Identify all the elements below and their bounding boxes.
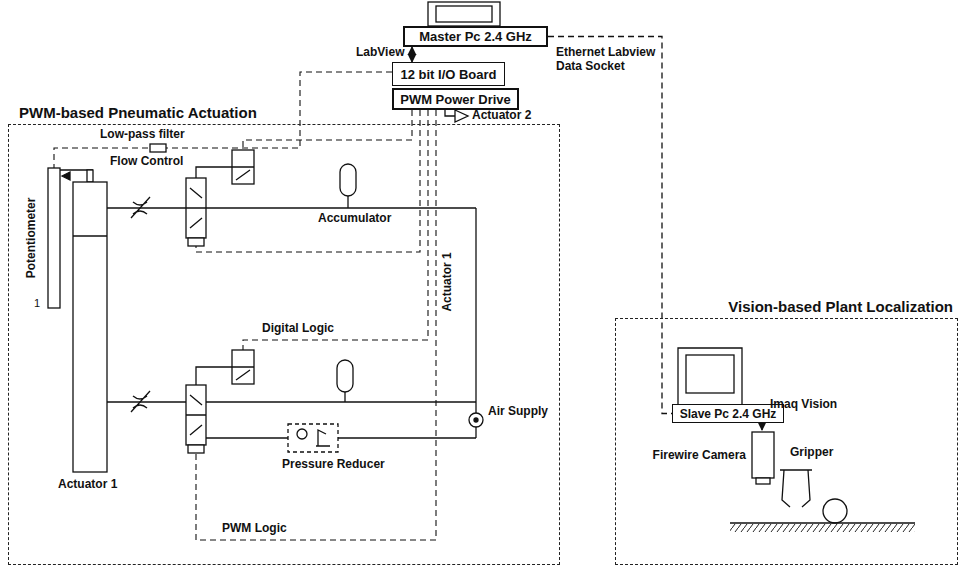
component-label: Air Supply (488, 405, 548, 419)
gauge (297, 429, 307, 439)
software-label: LabView (356, 46, 404, 60)
ground-hatch (730, 524, 915, 532)
pilot-line (196, 167, 232, 178)
power-drive-box: PWM Power Drive (392, 88, 519, 110)
potentiometer (48, 168, 60, 308)
air-line (107, 401, 186, 402)
accumulator (337, 360, 353, 392)
air-line (206, 207, 476, 208)
io-board-box: 12 bit I/O Board (392, 62, 505, 86)
flow-restrictor (131, 197, 150, 218)
pilot-line (196, 367, 232, 385)
component-label: Firewire Camera (653, 449, 746, 463)
piston (73, 235, 107, 236)
valve (186, 385, 206, 445)
signal-wires (54, 72, 436, 540)
component-label: Pressure Reducer (282, 458, 385, 472)
actuator2-symbol (455, 110, 468, 122)
component-label: Accumulator (318, 212, 391, 226)
pilot-valve (232, 350, 254, 384)
box-text: PWM Power Drive (400, 92, 511, 107)
gripper (780, 470, 812, 507)
wiper (62, 172, 70, 180)
solenoid (188, 238, 204, 246)
pilot-valve (232, 150, 254, 184)
accumulator-stem (344, 392, 345, 402)
valve-detail (186, 395, 206, 435)
cylinder (73, 182, 107, 472)
software-label: Imaq Vision (770, 398, 837, 412)
component-label: Low-pass filter (100, 128, 185, 142)
signal-label: Actuator 2 (472, 109, 531, 123)
solenoid (188, 445, 204, 453)
dashed-region: Vision-based Plant LocalizationSlave Pc … (615, 318, 958, 565)
dashed-region: PWM-based Pneumatic Actuation (8, 124, 560, 565)
pilot-detail (232, 367, 254, 380)
pilot-detail (232, 167, 254, 180)
camera-lens (756, 478, 770, 484)
supply-line (475, 208, 476, 438)
network-link (548, 37, 672, 414)
box-text: 12 bit I/O Board (400, 67, 496, 82)
signal-label: Digital Logic (262, 322, 334, 336)
computer-box: Slave Pc 2.4 GHz (672, 404, 784, 423)
computer-box: Master Pc 2.4 GHz (403, 26, 548, 47)
network-label: Ethernet Labview Data Socket (556, 46, 656, 74)
monitor (428, 2, 500, 26)
plant (823, 499, 847, 523)
monitor (678, 348, 742, 404)
air-line (206, 401, 476, 402)
air-supply-dot (474, 418, 478, 422)
ground (730, 522, 915, 523)
signal-label: PWM Logic (222, 522, 287, 536)
regulator (316, 430, 330, 446)
piston-rod (87, 170, 93, 182)
low-pass-filter (150, 144, 166, 152)
component-label: Flow Control (110, 155, 183, 169)
accumulator (340, 164, 356, 196)
pressure-reducer (288, 424, 338, 452)
air-line (206, 437, 476, 438)
region-heading: Vision-based Plant Localization (728, 298, 953, 315)
callout-number: 1 (34, 297, 40, 310)
monitor-screen (436, 6, 492, 22)
signal-label: Actuator 1 (441, 252, 455, 311)
box-text: Master Pc 2.4 GHz (419, 29, 532, 44)
component-label: Gripper (790, 446, 833, 460)
data-link (411, 47, 412, 62)
flow-restrictor (131, 391, 150, 412)
camera (752, 432, 774, 478)
air-line (107, 207, 186, 208)
air-supply (469, 413, 483, 427)
component-label: Actuator 1 (58, 478, 117, 492)
box-text: Slave Pc 2.4 GHz (680, 407, 777, 421)
monitor-screen (686, 355, 734, 393)
region-heading: PWM-based Pneumatic Actuation (19, 104, 257, 121)
accumulator-stem (347, 196, 348, 208)
valve-detail (186, 188, 206, 228)
component-label: Potentiometer (25, 198, 39, 279)
valve (186, 178, 206, 238)
actuator2-wire (445, 110, 455, 116)
